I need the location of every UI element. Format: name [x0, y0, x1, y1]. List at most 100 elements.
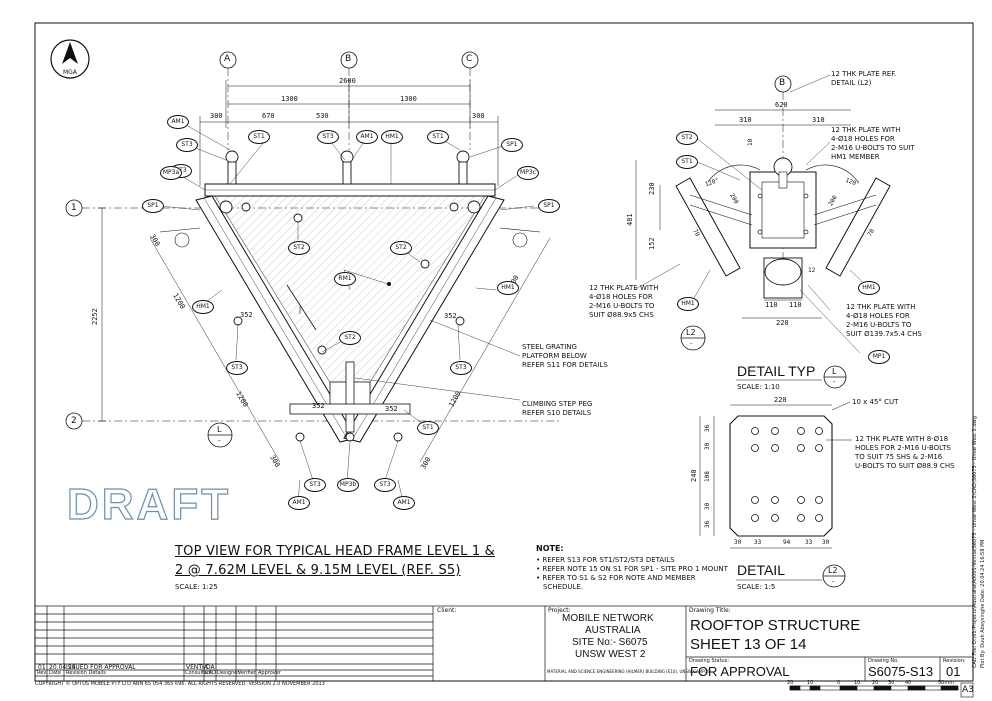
plate-dim: 36 — [704, 424, 711, 432]
rev-header: Designer — [217, 670, 240, 676]
plate-dim-220: 220 — [774, 396, 787, 404]
rev-date: 20.04.24 — [49, 664, 76, 671]
grid-label-c: C — [466, 54, 473, 64]
notes-heading: NOTE: — [536, 544, 564, 553]
member-tag: AM1 — [288, 496, 310, 510]
plate-dim: 94 — [783, 539, 791, 546]
revision-value: 01 — [946, 664, 961, 679]
scale-bar-label: 30 — [888, 680, 895, 686]
dim-1300-a: 1300 — [281, 95, 298, 103]
member-tag: AM1 — [356, 130, 378, 144]
plate-dim: 108 — [704, 471, 711, 482]
rev-desc: ISSUED FOR APPROVAL — [66, 664, 136, 671]
project-line: AUSTRALIA — [585, 625, 641, 636]
detail-note: 4-Ø18 HOLES FOR — [831, 135, 895, 143]
member-tag: RM1 — [334, 272, 356, 286]
drawing-title-label: Drawing Title: — [689, 607, 731, 614]
draft-watermark: DRAFT — [66, 479, 232, 529]
revision-label: Revision: — [943, 658, 966, 664]
plate-note: TO SUIT 75 SHS & 2-M16 — [855, 453, 943, 461]
project-line: MOBILE NETWORK — [562, 613, 654, 624]
top-view-title-1: TOP VIEW FOR TYPICAL HEAD FRAME LEVEL 1 … — [175, 544, 495, 559]
section-mark-l: L — [217, 425, 222, 434]
section-mark-l2-sub: - — [690, 340, 693, 348]
member-tag: SP1 — [501, 138, 523, 152]
detail-typ-mark: L — [832, 367, 837, 376]
rev-header: Rev. — [37, 670, 48, 676]
project-line: UNSW WEST 2 — [575, 649, 646, 660]
dim-481: 481 — [626, 213, 634, 226]
plate-note: 12 THK PLATE WITH 8-Ø18 — [855, 435, 949, 443]
drawing-no: S6075-S13 — [868, 664, 934, 679]
member-tag: ST2 — [288, 241, 310, 255]
dim-110-r: 110 — [789, 301, 802, 309]
rev-header: Revision Details — [66, 670, 106, 676]
detail-title: DETAIL — [737, 562, 785, 578]
grid-label-2: 2 — [71, 416, 77, 426]
north-arrow-label: MGA — [63, 69, 77, 76]
member-tag: ST3 — [317, 130, 339, 144]
member-tag: ST3 — [374, 478, 396, 492]
detail-note: 12 THK PLATE REF. — [831, 70, 897, 78]
scale-bar-label: 20 — [872, 680, 879, 686]
detail-typ-scale: SCALE: 1:10 — [737, 383, 780, 391]
detail-scale: SCALE: 1:5 — [737, 583, 776, 591]
scale-bar-label: 20 — [787, 680, 794, 686]
plate-note: U-BOLTS TO SUIT Ø88.9 CHS — [855, 462, 955, 470]
rev-no: 01 — [38, 664, 46, 671]
detail-note: 12 THK PLATE WITH — [846, 303, 916, 311]
member-tag: MP3b — [337, 478, 359, 492]
member-tag: ST1 — [417, 421, 439, 435]
plate-dim: 36 — [704, 520, 711, 528]
detail-note: 2-M16 U-BOLTS TO — [589, 302, 655, 310]
note-item: • REFER NOTE 15 ON S1 FOR SP1 - SITE PRO… — [536, 565, 728, 573]
member-tag: ST2 — [390, 241, 412, 255]
member-tag: ST3 — [226, 361, 248, 375]
project-line: SITE No:- S6075 — [572, 637, 648, 648]
detail-mark-sub: - — [832, 578, 835, 586]
member-tag: ST1 — [676, 155, 698, 169]
scale-bar-label: 40 — [905, 680, 912, 686]
project-sub: MATERIAL AND SCIENCE ENGINEERING (HILMER… — [547, 669, 711, 674]
detail-note: 4-Ø18 HOLES FOR — [846, 312, 910, 320]
member-tag: HM1 — [677, 297, 699, 311]
rev-header: Verifier — [238, 670, 256, 676]
detail-note: HM1 MEMBER — [831, 153, 880, 161]
detail-note: SUIT Ø88.9x5 CHS — [589, 311, 654, 319]
grid-label-1: 1 — [71, 203, 77, 213]
dim-352: 352 — [240, 311, 253, 319]
member-tag: ST2 — [676, 131, 698, 145]
client-label: Client: — [437, 607, 457, 614]
top-view-title-2: 2 @ 7.62M LEVEL & 9.15M LEVEL (REF. S5) — [175, 563, 461, 578]
detail-note: 2-M16 U-BOLTS TO — [846, 321, 912, 329]
drawing-title-1: ROOFTOP STRUCTURE — [690, 617, 861, 634]
dim-352: 352 — [385, 405, 398, 413]
detail-typ-title: DETAIL TYP — [737, 363, 816, 379]
plate-dim: 30 — [704, 502, 711, 510]
note-item: • REFER TO S1 & S2 FOR NOTE AND MEMBER — [536, 574, 696, 582]
dim-300-r: 300 — [472, 112, 485, 120]
plate-dim-240: 240 — [690, 469, 698, 482]
grid-label-b-detail: B — [779, 78, 786, 88]
detail-note: DETAIL (L2) — [831, 79, 872, 87]
detail-typ-mark-sub: - — [833, 378, 836, 386]
member-tag: ST2 — [339, 331, 361, 345]
dim-352: 352 — [444, 312, 457, 320]
dim-2252: 2252 — [91, 308, 99, 325]
dim-110-l: 110 — [765, 301, 778, 309]
rev-consultant: VENTIA — [186, 664, 208, 671]
north-arrow-icon — [50, 39, 90, 79]
member-tag: HM1 — [497, 281, 519, 295]
plate-dim: 30 — [734, 539, 742, 546]
member-tag: ST3 — [176, 138, 198, 152]
note-item: • REFER S13 FOR ST1/ST2/ST3 DETAILS — [536, 556, 675, 564]
member-tag: SP1 — [538, 199, 560, 213]
detail-note: 12 THK PLATE WITH — [589, 284, 659, 292]
plate-note: 10 x 45° CUT — [852, 398, 899, 406]
callout-grating-3: REFER S11 FOR DETAILS — [522, 361, 608, 369]
member-tag: AM1 — [167, 115, 189, 129]
dim-310-l: 310 — [739, 116, 752, 124]
grid-label-a: A — [224, 54, 231, 64]
member-tag: HM1 — [858, 281, 880, 295]
